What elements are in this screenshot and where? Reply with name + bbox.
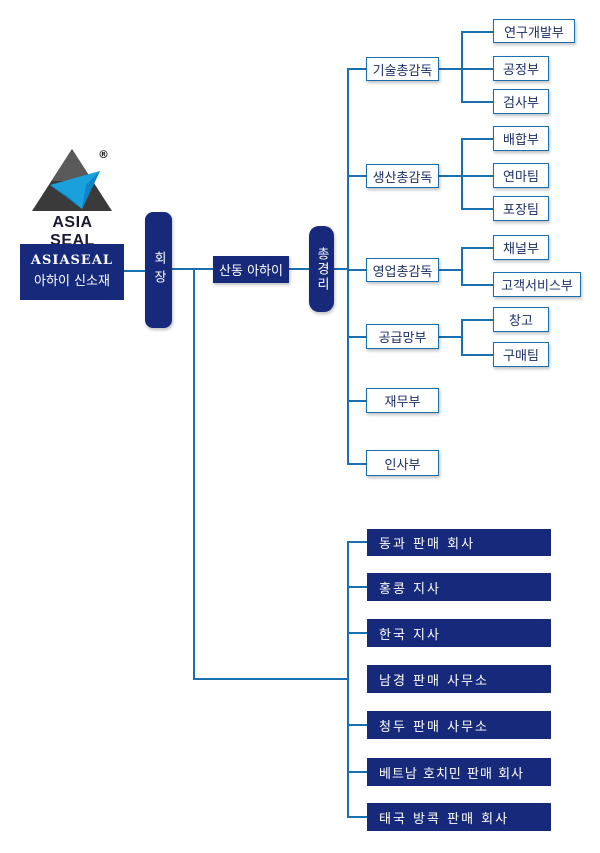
sub-process: 공정부 bbox=[493, 56, 549, 81]
company-name-box: ASIASEAL 아하이 신소재 bbox=[20, 244, 124, 300]
company-line-2: 아하이 신소재 bbox=[34, 274, 110, 289]
chairman-node: 회장 bbox=[145, 212, 172, 328]
sub-packaging: 포장팀 bbox=[493, 196, 549, 221]
chairman-label: 회장 bbox=[151, 251, 166, 289]
general-manager-label: 총경리 bbox=[314, 246, 329, 292]
company-line-1: ASIASEAL bbox=[30, 253, 114, 268]
sub-channel: 채널부 bbox=[493, 235, 549, 260]
triangle-logo-icon bbox=[32, 149, 112, 211]
hq-node: 산동 아하이 bbox=[213, 256, 289, 283]
sales-office-6: 베트남 호치민 판매 회사 bbox=[367, 758, 551, 786]
sub-compounding: 배합부 bbox=[493, 126, 549, 151]
sales-office-2: 홍콩 지사 bbox=[367, 573, 551, 601]
sales-office-5: 청두 판매 사무소 bbox=[367, 711, 551, 739]
sub-purchasing: 구매팀 bbox=[493, 342, 549, 367]
sub-customer-service: 고객서비스부 bbox=[493, 272, 581, 297]
registered-mark: ® bbox=[98, 148, 109, 161]
sales-office-7: 태국 방콕 판매 회사 bbox=[367, 803, 551, 831]
dept-hr: 인사부 bbox=[366, 450, 439, 476]
sub-inspection: 검사부 bbox=[493, 89, 549, 114]
sales-office-3: 한국 지사 bbox=[367, 619, 551, 647]
dept-finance: 재무부 bbox=[366, 388, 439, 413]
sub-polishing: 연마팀 bbox=[493, 163, 549, 188]
director-technology: 기술총감독 bbox=[366, 57, 439, 81]
sub-warehouse: 창고 bbox=[493, 307, 549, 332]
sub-rnd: 연구개발부 bbox=[493, 19, 575, 43]
director-production: 생산총감독 bbox=[366, 164, 439, 188]
general-manager-node: 총경리 bbox=[309, 226, 334, 312]
director-sales: 영업총감독 bbox=[366, 258, 439, 282]
sales-office-1: 동과 판매 회사 bbox=[367, 529, 551, 556]
dept-supply-chain: 공급망부 bbox=[366, 324, 439, 349]
sales-office-4: 남경 판매 사무소 bbox=[367, 665, 551, 693]
